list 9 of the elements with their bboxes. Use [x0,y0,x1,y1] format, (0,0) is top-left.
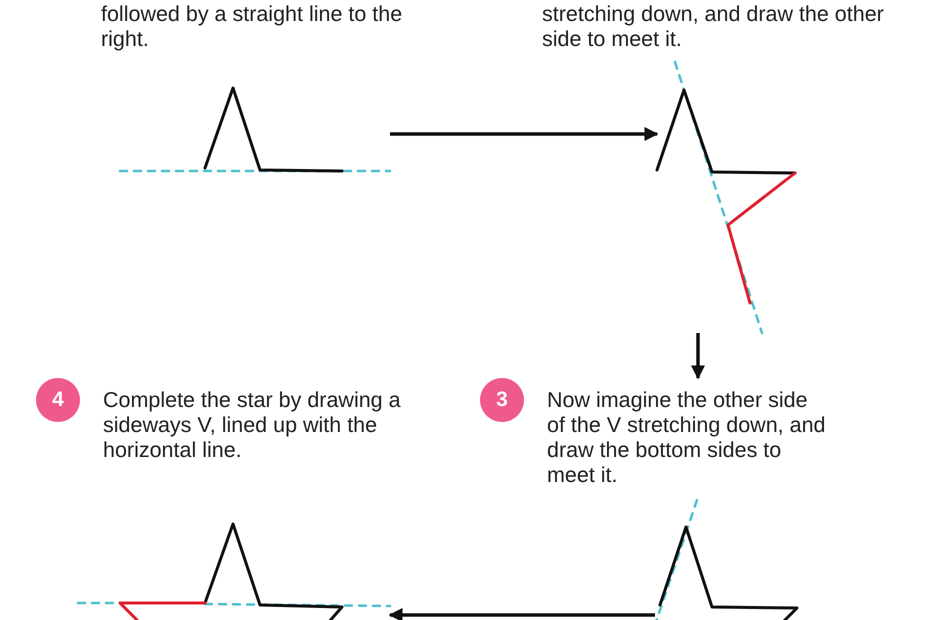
arrow [388,608,655,620]
step-instruction: followed by a straight line to the right. [101,2,404,52]
arrow [691,333,705,380]
step-instruction: Complete the star by drawing a sideways V, lined up with the horizontal line. [103,388,402,463]
step-instruction: Now imagine the other side of the V stretching down, and draw the bottom sides to meet it. [547,388,826,488]
step-number: 4 [36,378,80,422]
step-number: 3 [480,378,524,422]
step-instruction: stretching down, and draw the other side to meet it. [542,2,885,52]
arrow [390,127,658,141]
